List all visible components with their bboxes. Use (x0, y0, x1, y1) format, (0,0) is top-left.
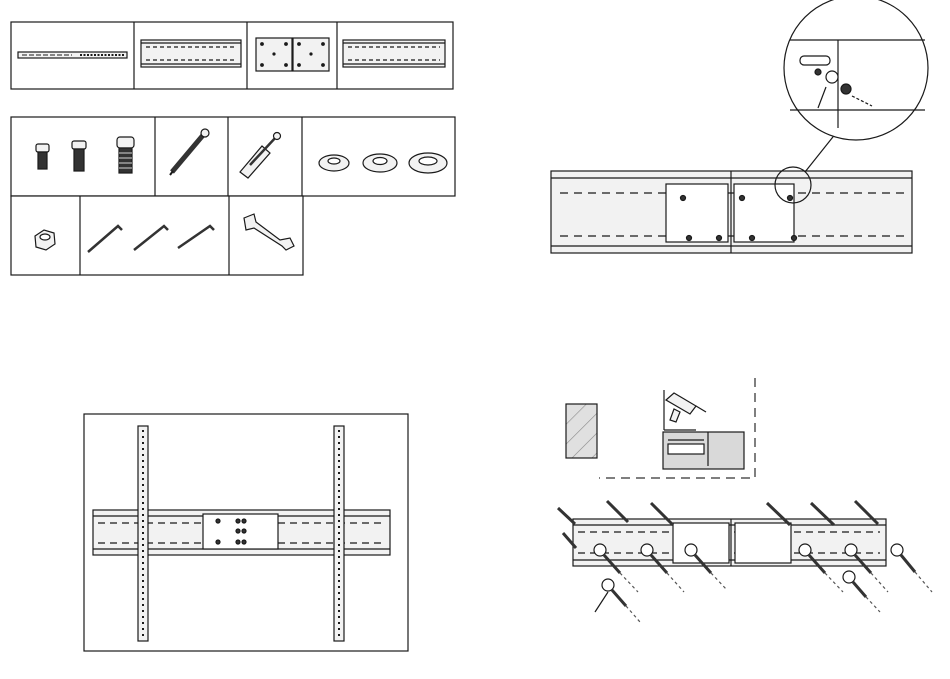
vertical-arm-left (138, 426, 148, 641)
vertical-arm-right (334, 426, 344, 641)
brick-wall-icon (566, 404, 597, 458)
wall-drilling (566, 378, 755, 478)
wall-mounting (558, 501, 932, 622)
arms-on-plate (84, 414, 408, 651)
drill-icon (666, 393, 706, 422)
center-connector-plate-icon (256, 38, 329, 71)
parts-panel (11, 22, 455, 275)
wall-plate-icon (141, 40, 241, 67)
long-slotted-bar-icon (18, 52, 127, 58)
plate-assembly-detail (551, 0, 928, 253)
magnified-detail-circle (784, 0, 928, 140)
wall-plate-icon (343, 40, 445, 67)
tools-row (11, 196, 303, 275)
washers-icon (319, 153, 447, 173)
rails-row (11, 22, 453, 89)
guide-lines (620, 572, 932, 622)
hardware-row (11, 117, 455, 196)
